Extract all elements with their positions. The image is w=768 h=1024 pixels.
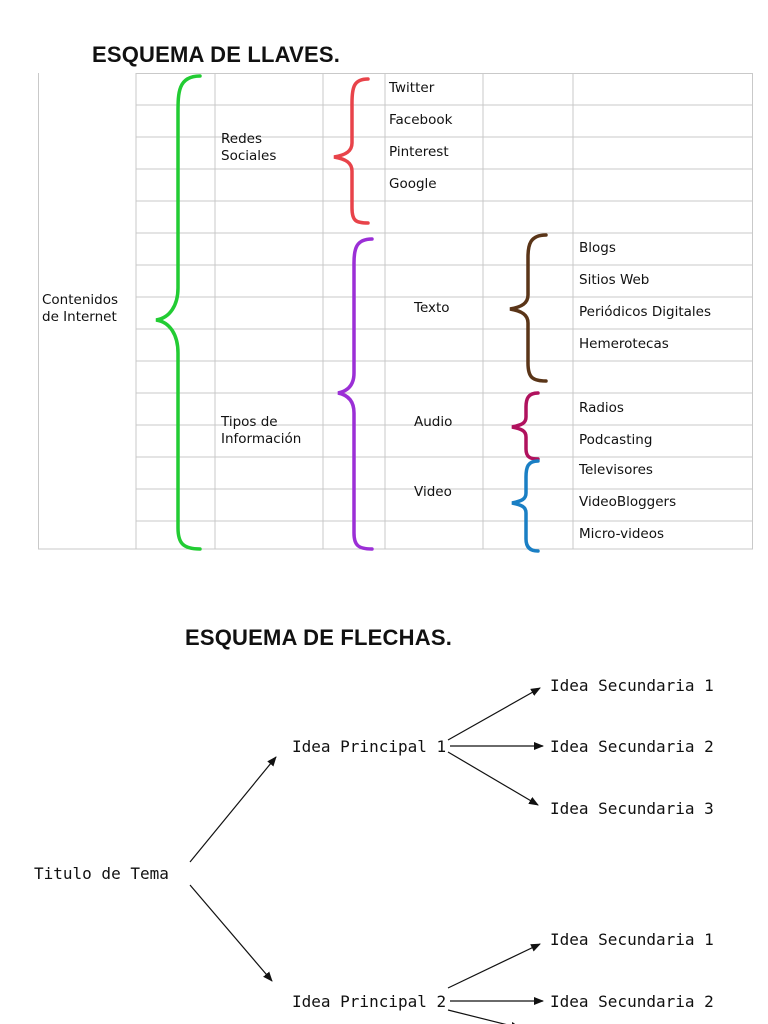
arrow-p1-to-sec-1 xyxy=(447,687,541,741)
video-brace xyxy=(511,459,540,553)
root-brace xyxy=(155,74,202,551)
arrow-root-to-principal-1 xyxy=(189,756,277,863)
audio-item: Radios xyxy=(579,400,624,416)
principal-2-node: Idea Principal 2 xyxy=(292,992,447,1011)
texto-brace xyxy=(509,233,548,383)
grid-lines xyxy=(38,73,753,553)
audio-brace xyxy=(511,391,540,461)
arrow-p2-to-sec-1 xyxy=(447,943,541,989)
video-item: VideoBloggers xyxy=(579,494,677,510)
arrow-p2-to-sec-3-partial xyxy=(447,1009,521,1024)
secundaria-node: Idea Secundaria 1 xyxy=(550,930,714,949)
llaves-grid: Contenidos de Internet Redes Sociales Ti… xyxy=(38,73,753,553)
arrow-p1-to-sec-3 xyxy=(447,751,539,806)
llaves-title: ESQUEMA DE LLAVES. xyxy=(92,42,341,67)
redes-item: Twitter xyxy=(389,80,435,96)
texto-item: Hemerotecas xyxy=(579,336,669,352)
tipos-label: Tipos de Información xyxy=(221,414,302,447)
texto-item: Blogs xyxy=(579,240,616,256)
tipos-brace xyxy=(337,237,374,551)
principal-1-node: Idea Principal 1 xyxy=(292,737,447,756)
audio-label: Audio xyxy=(414,414,453,430)
video-item: Micro-videos xyxy=(579,526,665,542)
video-label: Video xyxy=(414,484,452,500)
texto-item: Sitios Web xyxy=(579,272,650,288)
root-label: Contenidos de Internet xyxy=(42,292,119,325)
redes-item: Google xyxy=(389,176,437,192)
redes-brace xyxy=(333,77,370,225)
flechas-title: ESQUEMA DE FLECHAS. xyxy=(185,625,453,650)
secundaria-node: Idea Secundaria 2 xyxy=(550,737,714,756)
texto-label: Texto xyxy=(414,300,450,316)
texto-item: Periódicos Digitales xyxy=(579,304,711,320)
arrow-root-to-principal-2 xyxy=(189,884,273,982)
tema-node: Titulo de Tema xyxy=(34,864,169,883)
secundaria-node: Idea Secundaria 3 xyxy=(550,799,714,818)
secundaria-node: Idea Secundaria 1 xyxy=(550,676,714,695)
secundaria-node: Idea Secundaria 2 xyxy=(550,992,714,1011)
video-item: Televisores xyxy=(579,462,653,478)
audio-item: Podcasting xyxy=(579,432,653,448)
redes-label: Redes Sociales xyxy=(221,131,277,164)
redes-item: Pinterest xyxy=(389,144,449,160)
redes-item: Facebook xyxy=(389,112,453,128)
